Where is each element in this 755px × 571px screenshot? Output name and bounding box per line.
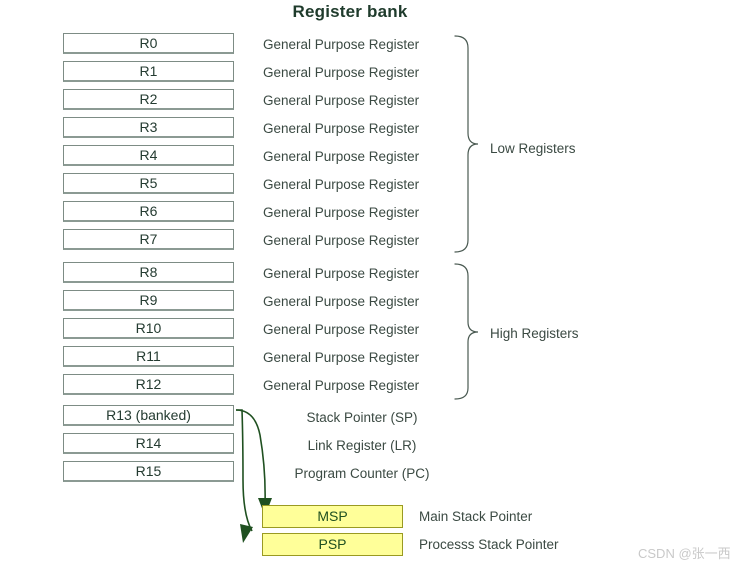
register-box-r9: R9 [63,290,234,311]
register-description-r2: General Purpose Register [263,93,420,108]
register-box-r15: R15 [63,461,234,482]
register-description-r10: General Purpose Register [263,322,420,337]
register-description-r13: Stack Pointer (SP) [306,410,418,425]
arrow-r13-to-psp [236,409,253,532]
stack-pointer-description-msp: Main Stack Pointer [419,509,533,524]
register-box-r7: R7 [63,229,234,250]
register-box-r13: R13 (banked) [63,405,234,426]
register-description-r14: Link Register (LR) [307,438,417,453]
register-description-r9: General Purpose Register [263,294,420,309]
register-box-r8: R8 [63,262,234,283]
register-box-r3: R3 [63,117,234,138]
register-box-r2: R2 [63,89,234,110]
brace-high-registers [454,263,479,400]
register-description-r8: General Purpose Register [263,266,420,281]
register-box-r12: R12 [63,374,234,395]
watermark: CSDN @张一西 [638,546,731,561]
stack-pointer-description-psp: Processs Stack Pointer [419,537,559,552]
register-box-r14: R14 [63,433,234,454]
register-description-r1: General Purpose Register [263,65,420,80]
register-description-r11: General Purpose Register [263,350,420,365]
brace-low-registers [454,35,479,253]
stack-pointer-box-psp: PSP [262,533,403,556]
group-label-high-registers: High Registers [490,326,579,341]
register-box-r6: R6 [63,201,234,222]
register-description-r7: General Purpose Register [263,233,420,248]
register-description-r12: General Purpose Register [263,378,420,393]
register-description-r15: Program Counter (PC) [294,466,430,481]
register-box-r4: R4 [63,145,234,166]
register-description-r6: General Purpose Register [263,205,420,220]
register-box-r1: R1 [63,61,234,82]
register-box-r10: R10 [63,318,234,339]
arrow-head-psp [240,524,253,543]
arrow-r13-to-msp [235,409,266,506]
register-description-r5: General Purpose Register [263,177,420,192]
register-box-r5: R5 [63,173,234,194]
page-title: Register bank [292,2,408,21]
register-description-r0: General Purpose Register [263,37,420,52]
group-label-low-registers: Low Registers [490,141,576,156]
stack-pointer-box-msp: MSP [262,505,403,528]
register-box-r0: R0 [63,33,234,54]
register-description-r4: General Purpose Register [263,149,420,164]
register-box-r11: R11 [63,346,234,367]
register-description-r3: General Purpose Register [263,121,420,136]
